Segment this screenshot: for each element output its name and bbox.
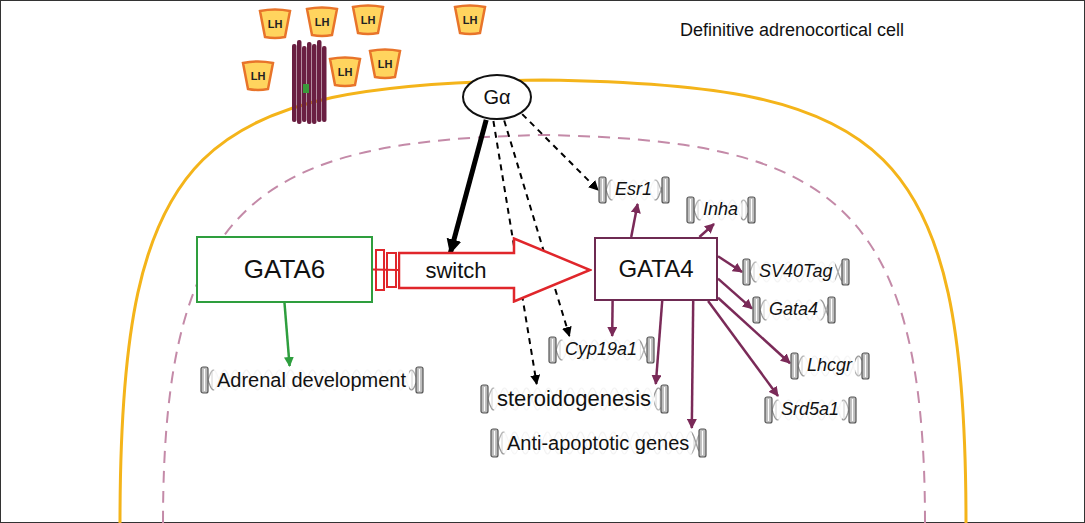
gene-label: SV40Tag <box>756 261 835 283</box>
gene-dna: Anti-apoptotic genes <box>490 428 707 458</box>
switch-label: switch <box>425 258 486 284</box>
lh-hormone: LH <box>351 4 385 36</box>
connector <box>718 256 742 272</box>
gene-label: Cyp19a1 <box>562 339 640 361</box>
gene-label: Lhcgr <box>804 355 855 377</box>
gene-dna: Lhcgr <box>790 352 870 380</box>
cell-label: Definitive adrenocortical cell <box>680 20 904 41</box>
connector <box>631 204 637 237</box>
hormone-label: LH <box>463 14 478 26</box>
gene-dna: Inha <box>686 196 756 224</box>
connector <box>611 301 614 336</box>
connector <box>285 303 290 366</box>
gene-label: Srd5a1 <box>778 399 842 421</box>
gene-dna: Gata4 <box>752 296 836 324</box>
gene-label: Gata4 <box>766 299 821 321</box>
connector <box>504 121 569 337</box>
lh-hormone: LH <box>453 4 487 36</box>
gene-dna: SV40Tag <box>742 258 850 286</box>
lh-receptor <box>292 40 327 124</box>
gene-label: steroidogenesis <box>494 386 654 412</box>
hormone-label: LH <box>338 66 353 78</box>
transcription-factor-box: GATA4 <box>594 237 718 301</box>
gene-label: Esr1 <box>612 179 655 201</box>
gene-label: Adrenal development <box>214 368 409 392</box>
switch-arrow: switch <box>398 237 592 303</box>
protein-label: Gα <box>483 86 510 109</box>
cell-membrane <box>120 80 966 523</box>
connector <box>373 269 398 272</box>
factor-label: GATA4 <box>618 255 693 283</box>
connector <box>692 301 693 428</box>
lh-hormone: LH <box>305 6 339 38</box>
lh-hormone: LH <box>258 8 292 40</box>
gene-dna: steroidogenesis <box>480 384 669 414</box>
transcription-factor-box: GATA6 <box>196 236 373 303</box>
hormone-label: LH <box>361 14 376 26</box>
g-protein: Gα <box>461 73 533 121</box>
connector <box>656 301 662 384</box>
hormone-label: LH <box>251 70 266 82</box>
factor-label: GATA6 <box>244 254 325 285</box>
hormone-label: LH <box>378 58 393 70</box>
lh-hormone: LH <box>328 56 362 88</box>
connector <box>450 120 486 253</box>
gene-dna: Cyp19a1 <box>548 336 655 364</box>
gene-label: Anti-apoptotic genes <box>504 431 692 455</box>
gene-dna: Srd5a1 <box>764 396 857 424</box>
lh-hormone: LH <box>368 48 402 80</box>
connector <box>522 114 598 190</box>
nuclear-envelope <box>163 135 925 523</box>
gene-label: Inha <box>700 199 741 221</box>
gene-dna: Esr1 <box>598 176 670 204</box>
hormone-label: LH <box>315 16 330 28</box>
connector <box>699 224 714 237</box>
lh-hormone: LH <box>241 60 275 92</box>
hormone-label: LH <box>268 18 283 30</box>
gene-dna: Adrenal development <box>200 366 424 394</box>
